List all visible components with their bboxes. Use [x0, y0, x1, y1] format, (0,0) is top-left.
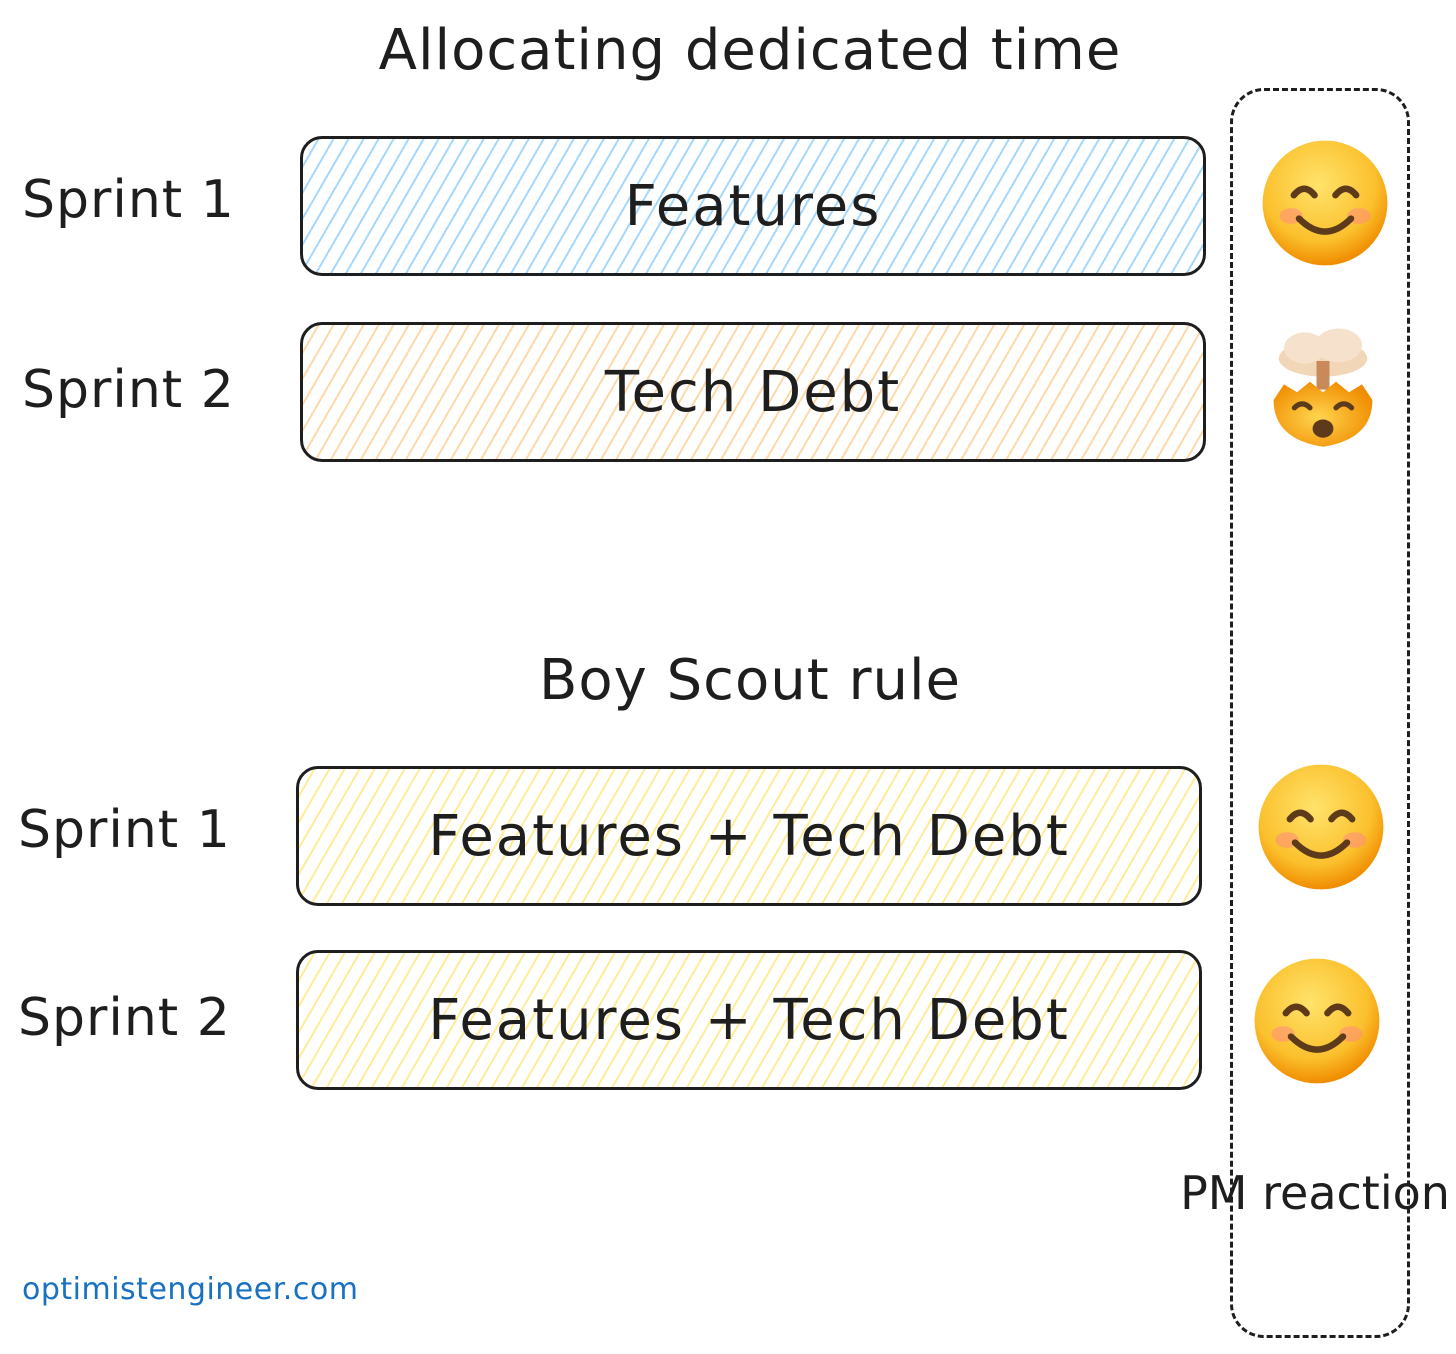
combined-bar: Features + Tech Debt — [296, 766, 1202, 906]
site-link[interactable]: optimistengineer.com — [22, 1272, 359, 1307]
smiling-face-icon — [1262, 140, 1388, 266]
section-title-dedicated: Allocating dedicated time — [378, 18, 1122, 83]
combined-bar: Features + Tech Debt — [296, 950, 1202, 1090]
smiling-face-icon — [1254, 958, 1380, 1084]
sprint-label: Sprint 1 — [18, 800, 231, 860]
bar-label: Features + Tech Debt — [428, 803, 1070, 869]
bar-label: Features + Tech Debt — [428, 987, 1070, 1053]
bar-label: Tech Debt — [604, 359, 902, 425]
sprint-label: Sprint 2 — [22, 360, 235, 420]
smiling-face-icon — [1258, 764, 1384, 890]
section-title-boy-scout: Boy Scout rule — [539, 648, 961, 713]
sprint-label: Sprint 2 — [18, 988, 231, 1048]
features-bar: Features — [300, 136, 1206, 276]
exploding-head-icon — [1273, 328, 1373, 447]
pm-reaction-column — [1230, 88, 1410, 1338]
tech-debt-bar: Tech Debt — [300, 322, 1206, 462]
bar-label: Features — [624, 173, 882, 239]
pm-reaction-label: PM reaction — [1180, 1166, 1450, 1220]
sprint-label: Sprint 1 — [22, 170, 235, 230]
